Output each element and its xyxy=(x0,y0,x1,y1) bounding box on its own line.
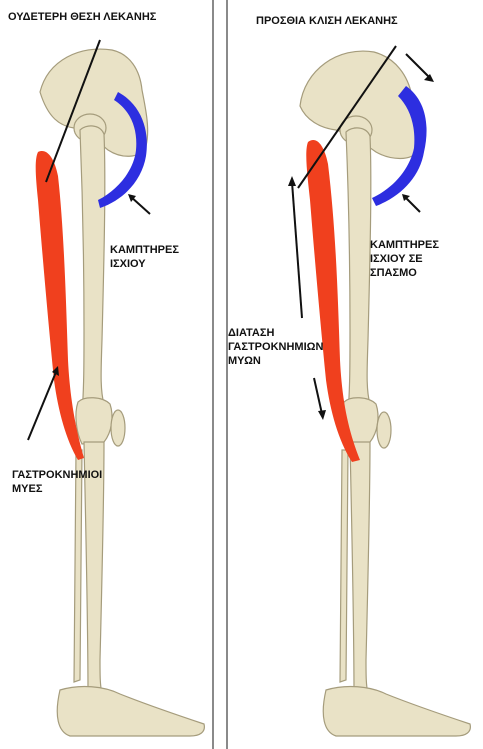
left-calf-muscles-label-line-1: ΓΑΣΤΡΟΚΝΗΜΙΟΙ xyxy=(12,468,102,482)
bones-right xyxy=(300,51,470,736)
right-calf-stretch-label-line-3: ΜΥΩΝ xyxy=(228,354,323,368)
fibula-bone xyxy=(340,450,348,682)
left-panel-neutral-pelvis: ΟΥΔΕΤΕΡΗ ΘΕΣΗ ΛΕΚΑΝΗΣ ΚΑΜΠΤΗΡΕΣ ΙΣΧΙΟΥ Γ… xyxy=(0,0,212,749)
foot-bones xyxy=(323,687,470,736)
right-calf-stretch-label-line-1: ΔΙΑΤΑΣΗ xyxy=(228,326,323,340)
panel-divider-left xyxy=(212,0,214,749)
skeleton-leg-illustration-left xyxy=(0,0,212,749)
left-panel-title: ΟΥΔΕΤΕΡΗ ΘΕΣΗ ΛΕΚΑΝΗΣ xyxy=(8,10,156,24)
tibia-bone xyxy=(350,442,370,696)
patella-bone xyxy=(377,412,391,448)
right-hip-flexors-label: ΚΑΜΠΤΗΡΕΣ ΙΣΧΙΟΥ ΣΕ ΣΠΑΣΜΟ xyxy=(370,238,439,280)
right-hip-flexors-label-line-3: ΣΠΑΣΜΟ xyxy=(370,266,439,280)
foot-bones xyxy=(57,687,204,736)
right-panel-anterior-pelvic-tilt: ΠΡΟΣΘΙΑ ΚΛΙΣΗ ΛΕΚΑΝΗΣ ΚΑΜΠΤΗΡΕΣ ΙΣΧΙΟΥ Σ… xyxy=(226,0,483,749)
stretch-arrow-up xyxy=(292,182,302,318)
stretch-arrow-down xyxy=(314,378,322,414)
calf-pointer-line xyxy=(28,372,56,440)
stretch-arrow-down-head xyxy=(318,410,326,420)
tilt-direction-arrowhead xyxy=(424,74,434,82)
left-calf-muscles-label: ΓΑΣΤΡΟΚΝΗΜΙΟΙ ΜΥΕΣ xyxy=(12,468,102,496)
skeleton-leg-illustration-right xyxy=(226,0,483,749)
left-hip-flexors-label-line-1: ΚΑΜΠΤΗΡΕΣ xyxy=(110,243,179,257)
right-hip-flexors-label-line-1: ΚΑΜΠΤΗΡΕΣ xyxy=(370,238,439,252)
right-hip-flexors-label-line-2: ΙΣΧΙΟΥ ΣΕ xyxy=(370,252,439,266)
left-calf-muscles-label-line-2: ΜΥΕΣ xyxy=(12,482,102,496)
right-panel-title: ΠΡΟΣΘΙΑ ΚΛΙΣΗ ΛΕΚΑΝΗΣ xyxy=(256,14,398,28)
knee-joint xyxy=(76,398,112,444)
right-calf-stretch-label-line-2: ΓΑΣΤΡΟΚΝΗΜΙΩΝ xyxy=(228,340,323,354)
patella-bone xyxy=(111,410,125,446)
stretch-arrow-up-head xyxy=(288,176,296,186)
tilt-direction-arrow xyxy=(406,54,430,78)
femur-bone xyxy=(80,126,105,412)
femur-bone xyxy=(346,128,371,412)
left-hip-flexors-label: ΚΑΜΠΤΗΡΕΣ ΙΣΧΙΟΥ xyxy=(110,243,179,271)
right-calf-stretch-label: ΔΙΑΤΑΣΗ ΓΑΣΤΡΟΚΝΗΜΙΩΝ ΜΥΩΝ xyxy=(228,326,323,368)
left-hip-flexors-label-line-2: ΙΣΧΙΟΥ xyxy=(110,257,179,271)
